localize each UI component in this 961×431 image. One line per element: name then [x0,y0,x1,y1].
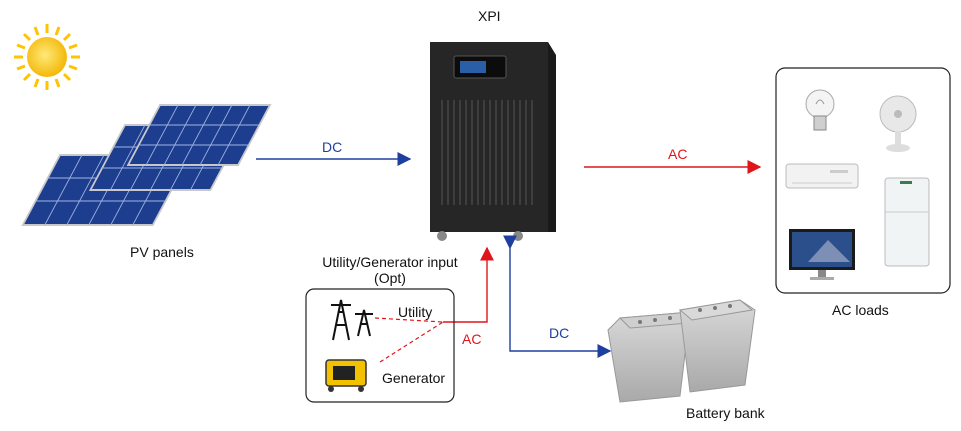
solar-panel-icon [21,104,272,226]
pylon-icon [331,299,373,341]
dc-label-pv: DC [322,139,343,155]
utility-generator-box [305,288,455,403]
battery-bank-label: Battery bank [686,405,765,421]
inverter-icon [430,42,556,241]
utility-dashed-line [374,317,444,323]
pv-panels-label: PV panels [130,244,194,260]
dc-flow-arrow-battery [503,235,612,358]
utility-label: Utility [398,304,433,320]
tv-icon [789,229,855,280]
light-bulb-icon [805,89,835,131]
generator-label: Generator [382,370,446,386]
utility-generator-title-line1: Utility/Generator input [322,254,458,270]
ac-flow-arrow-utility [443,246,494,323]
ac-label-utility: AC [462,331,482,347]
generator-dashed-line [379,321,444,363]
fridge-icon [884,177,930,267]
ac-label-loads: AC [668,146,688,162]
dc-label-battery: DC [549,325,570,341]
generator-icon [325,359,367,392]
sun-icon [14,24,80,90]
inverter-title: XPI [478,8,501,24]
utility-generator-title-line2: (Opt) [374,270,406,286]
utility-generator-title: Utility/Generator input (Opt) [310,254,470,286]
air-conditioner-icon [785,163,859,189]
ac-loads-box [775,67,951,294]
fan-icon [879,95,917,152]
battery-icon [607,299,756,403]
ac-loads-label: AC loads [832,302,889,318]
